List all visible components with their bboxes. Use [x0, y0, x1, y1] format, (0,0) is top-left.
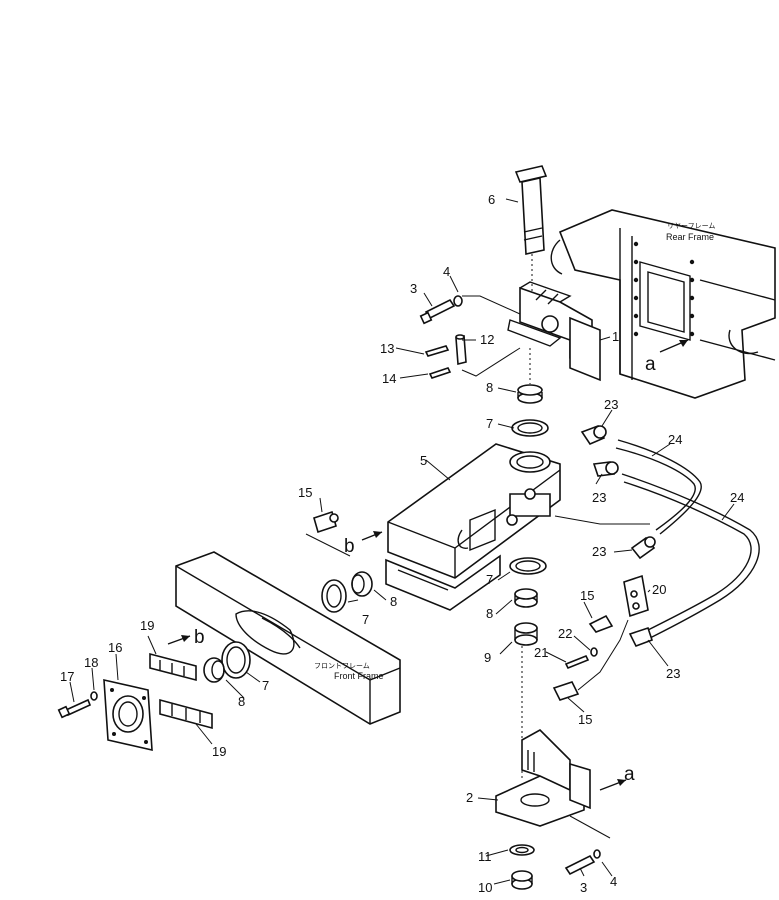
part-12-pin	[455, 334, 467, 366]
callout-3-upper: 3	[410, 281, 417, 296]
callout-4-upper: 4	[443, 264, 450, 279]
callout-23-d: 23	[666, 666, 680, 681]
part-5-center-link	[385, 443, 561, 611]
part-6-pin	[514, 165, 548, 300]
part-14-pin	[428, 367, 452, 379]
front-frame: フロントフレーム Front Frame	[175, 551, 401, 725]
part-8-bushing-front-right	[351, 571, 373, 597]
part-2-bracket	[495, 729, 591, 827]
callout-8-upper: 8	[486, 380, 493, 395]
callout-7-lower-center: 7	[486, 572, 493, 587]
callout-12: 12	[480, 332, 494, 347]
part-13-pin	[424, 345, 450, 357]
ref-a-upper: a	[645, 354, 656, 375]
part-23-elbow-c	[630, 536, 656, 560]
part-8-bushing-lower-center	[514, 588, 538, 608]
part-22-washer	[590, 647, 598, 657]
callout-23-c: 23	[592, 544, 606, 559]
callout-21: 21	[534, 645, 548, 660]
part-15-fitting-right-upper	[588, 614, 614, 633]
part-7-seal-lower-center	[509, 557, 547, 575]
callout-5: 5	[420, 453, 427, 468]
callout-15-right-upper: 15	[580, 588, 594, 603]
callout-20: 20	[652, 582, 666, 597]
ref-b-upper: b	[344, 536, 355, 557]
callout-17: 17	[60, 669, 74, 684]
callout-23-a: 23	[604, 397, 618, 412]
part-19-shims-upper	[149, 652, 197, 682]
part-9-spacer	[514, 622, 538, 646]
part-18-washer	[90, 691, 98, 701]
part-4-washer-upper	[453, 295, 463, 307]
callout-7-front-right: 7	[362, 612, 369, 627]
rear-frame-jp-label: リヤーフレーム	[667, 222, 715, 230]
callout-10: 10	[478, 880, 492, 895]
callout-23-b: 23	[592, 490, 606, 505]
part-15-fitting-right-lower	[552, 681, 580, 701]
part-8-bushing-front-left	[203, 657, 225, 683]
ref-b-lower: b	[194, 627, 205, 648]
callout-1: 1	[612, 329, 619, 344]
part-1-bracket	[507, 281, 601, 382]
callout-7-front-left: 7	[262, 678, 269, 693]
part-7-seal-front-left	[221, 641, 251, 679]
callout-numbers: 6 4 3 1 13 12 14 8 7 23 24 5 23 15 24 23…	[60, 192, 744, 895]
callout-8-lower-center: 8	[486, 606, 493, 621]
callout-16: 16	[108, 640, 122, 655]
part-23-elbow-a	[580, 424, 607, 445]
part-23-elbow-d	[628, 626, 654, 648]
callout-8-front-right: 8	[390, 594, 397, 609]
callout-11: 11	[478, 849, 492, 864]
callout-24-b: 24	[730, 490, 744, 505]
part-23-elbow-b	[592, 461, 619, 477]
part-21-bolt	[564, 654, 590, 670]
ref-a-lower: a	[624, 764, 635, 785]
part-11-washer	[509, 844, 535, 856]
part-24-hose-b	[621, 473, 760, 639]
callout-7-upper: 7	[486, 416, 493, 431]
leader-lines	[69, 198, 735, 885]
part-8-bushing-upper	[517, 384, 543, 404]
callout-6: 6	[488, 192, 495, 207]
callout-8-front-left: 8	[238, 694, 245, 709]
callout-4-lower: 4	[610, 874, 617, 889]
part-10-nut	[511, 870, 533, 890]
callout-15-right-lower: 15	[578, 712, 592, 727]
callout-9: 9	[484, 650, 491, 665]
part-16-cap	[103, 678, 153, 752]
part-7-seal-front-right	[321, 579, 347, 613]
callout-2: 2	[466, 790, 473, 805]
part-20-manifold-block	[623, 574, 649, 618]
part-3-bolt-upper	[419, 298, 456, 325]
callout-19-upper: 19	[140, 618, 154, 633]
callout-13: 13	[380, 341, 394, 356]
part-17-bolt	[57, 698, 92, 719]
part-19-shims-lower	[159, 698, 213, 730]
rear-frame-en-label: Rear Frame	[666, 232, 714, 242]
part-3-bolt-lower	[564, 854, 596, 876]
part-7-seal-upper	[511, 419, 549, 437]
front-frame-jp-label: フロントフレーム	[314, 662, 370, 670]
callout-3-lower: 3	[580, 880, 587, 895]
part-24-hose-a	[615, 439, 702, 535]
callout-14: 14	[382, 371, 396, 386]
callout-24-a: 24	[668, 432, 682, 447]
callout-22: 22	[558, 626, 572, 641]
front-frame-en-label: Front Frame	[334, 671, 384, 681]
callout-19-lower: 19	[212, 744, 226, 759]
callout-18: 18	[84, 655, 98, 670]
callout-15-left: 15	[298, 485, 312, 500]
rear-frame: リヤーフレーム Rear Frame	[550, 209, 776, 399]
part-4-washer-lower	[593, 849, 601, 859]
part-15-fitting-left	[313, 510, 339, 534]
